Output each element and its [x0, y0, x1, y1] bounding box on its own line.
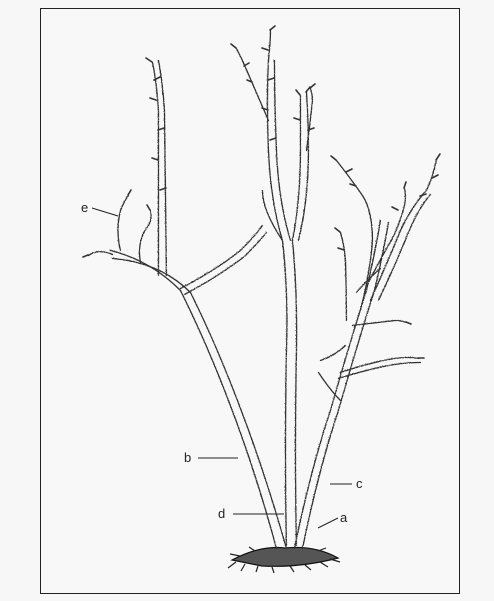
- label-b: b: [184, 450, 191, 465]
- root-mass: [228, 547, 340, 573]
- label-d: d: [218, 506, 225, 521]
- label-a: a: [340, 510, 348, 525]
- label-e: e: [81, 200, 88, 215]
- label-c: c: [356, 476, 363, 491]
- leader-lines: [92, 208, 352, 528]
